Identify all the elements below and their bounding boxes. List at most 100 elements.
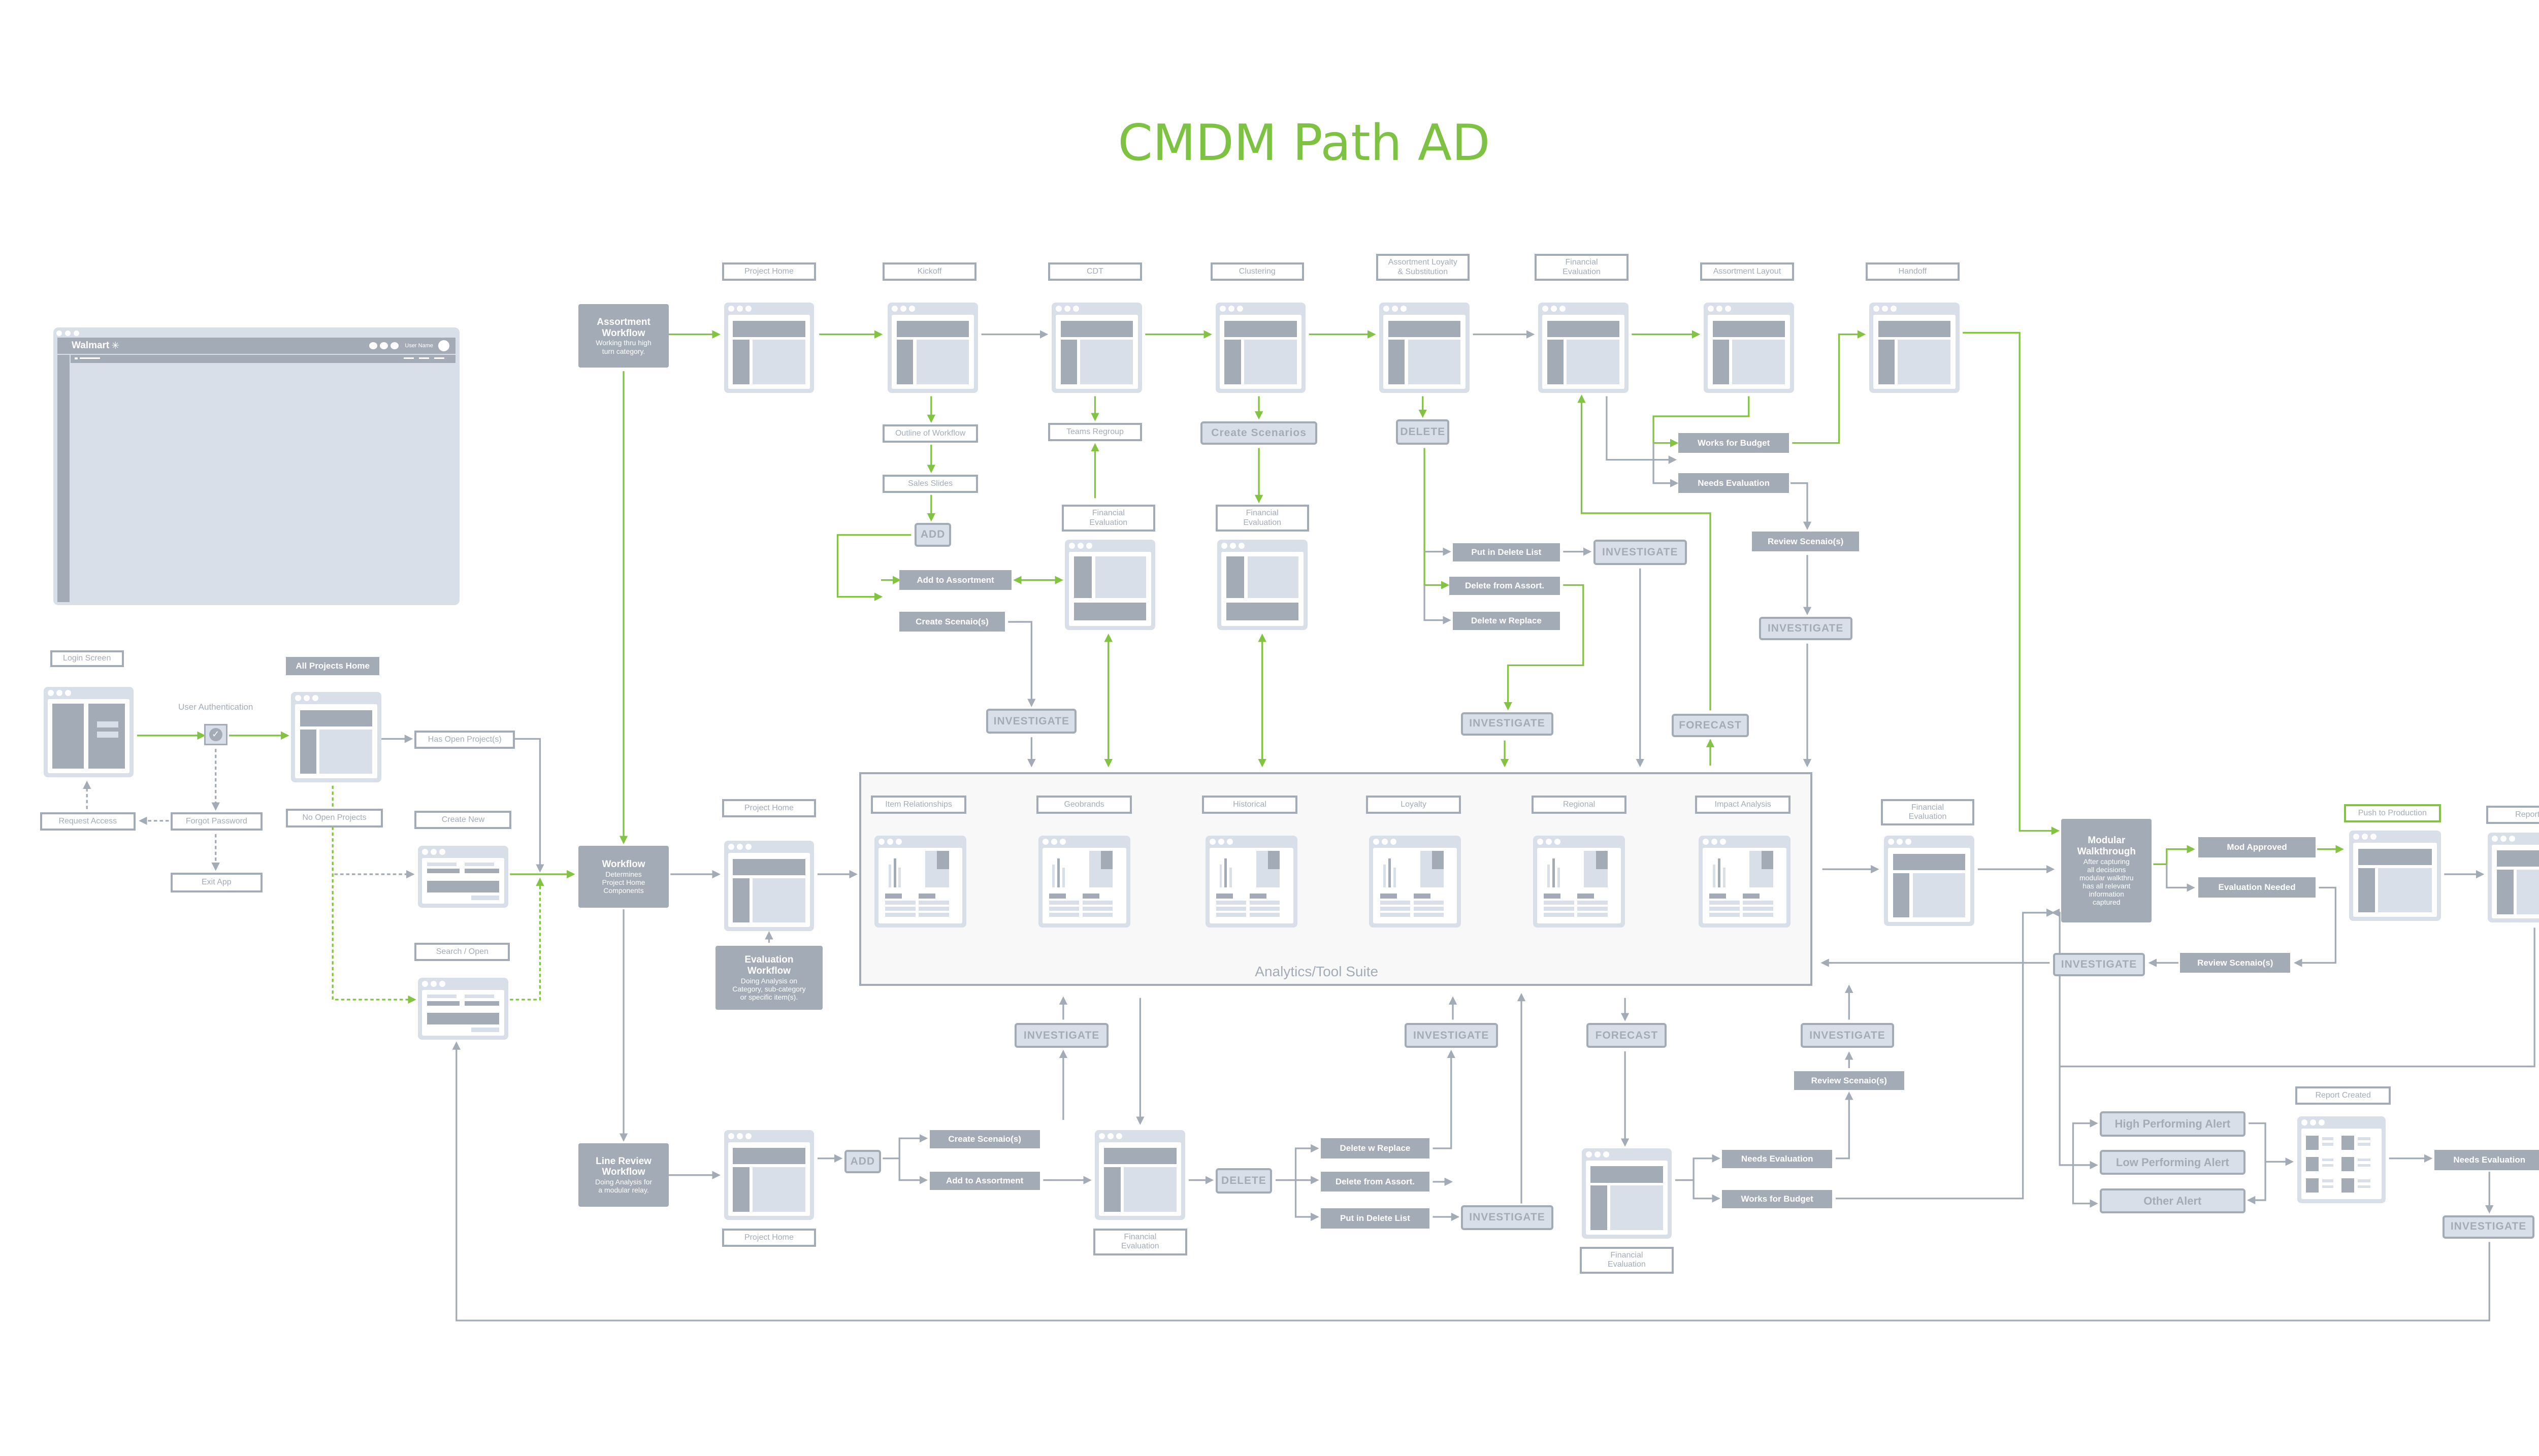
search-open-screen-thumbnail[interactable]: [418, 978, 508, 1040]
impact-analysis-screen-thumbnail[interactable]: [1698, 836, 1791, 928]
kickoff-screen-thumbnail[interactable]: [888, 302, 978, 393]
cdt-screen-thumbnail[interactable]: [1051, 302, 1142, 393]
needs-eval-bot[interactable]: Needs Evaluation: [1722, 1150, 1833, 1169]
other-alert[interactable]: Other Alert: [2100, 1188, 2245, 1214]
review-scen-top[interactable]: Review Scenaio(s): [1752, 531, 1860, 552]
lbl-project-home-bot: Project Home: [722, 1228, 816, 1247]
lbl-project-home-top: Project Home: [722, 262, 816, 281]
works-budget-top[interactable]: Works for Budget: [1678, 433, 1789, 453]
evaluation-needed[interactable]: Evaluation Needed: [2198, 877, 2316, 898]
low-alert[interactable]: Low Performing Alert: [2100, 1150, 2245, 1175]
lbl-fin-eval-right: Financial Evaluation: [1880, 799, 1975, 826]
connector-arrow: [2166, 864, 2195, 892]
callout-title: Line Review Workflow: [596, 1155, 652, 1178]
clustering-financial-evaluation-screen-thumbnail[interactable]: [1217, 540, 1308, 631]
add-to-assortment-bot[interactable]: Add to Assortment: [929, 1171, 1040, 1190]
lbl-fin-eval-bot2: Financial Evaluation: [1580, 1247, 1674, 1274]
item-relationships-screen-thumbnail[interactable]: [874, 836, 966, 928]
callout-subtitle: Working thru high turn category.: [596, 339, 652, 355]
historical-screen-thumbnail[interactable]: [1205, 836, 1297, 928]
investigate-m3[interactable]: INVESTIGATE: [1800, 1022, 1895, 1048]
lbl-clustering: Clustering: [1210, 262, 1304, 281]
all-projects-home[interactable]: All Projects Home: [285, 656, 380, 676]
investigate-a[interactable]: INVESTIGATE: [1593, 540, 1687, 565]
create-scenarios-btn[interactable]: Create Scenarios: [1200, 421, 1318, 445]
project-home-screen-thumbnail[interactable]: [724, 302, 815, 393]
put-delete-list-top[interactable]: Put in Delete List: [1453, 543, 1560, 562]
delete-from-assort-bot[interactable]: Delete from Assort.: [1320, 1171, 1429, 1192]
create-scenario-bot[interactable]: Create Scenaio(s): [929, 1130, 1040, 1148]
create-new-screen-thumbnail[interactable]: [418, 845, 508, 908]
clustering-screen-thumbnail[interactable]: [1215, 302, 1306, 393]
investigate-c[interactable]: INVESTIGATE: [986, 708, 1077, 734]
financial-evaluation-bottom-screen-thumbnail[interactable]: [1095, 1130, 1186, 1220]
connector-arrow: [1835, 908, 2055, 1200]
reporting: Reporting: [2486, 805, 2539, 824]
user-avatar-icon[interactable]: [438, 340, 449, 351]
connector-arrow: [2072, 1119, 2098, 1165]
investigate-g[interactable]: INVESTIGATE: [1461, 1205, 1553, 1231]
delete-bot[interactable]: DELETE: [1215, 1168, 1273, 1194]
delete-w-replace-bot[interactable]: Delete w Replace: [1320, 1138, 1429, 1159]
needs-eval-top[interactable]: Needs Evaluation: [1678, 473, 1789, 493]
put-delete-list-bot[interactable]: Put in Delete List: [1320, 1208, 1429, 1229]
works-budget-bot[interactable]: Works for Budget: [1722, 1190, 1833, 1209]
connector-arrow: [1835, 1091, 1853, 1160]
report-created-screen-thumbnail[interactable]: [2297, 1116, 2386, 1204]
push-to-production-screen-thumbnail[interactable]: [2349, 831, 2441, 921]
lbl-loyalty-sub: Assortment Loyalty & Substitution: [1376, 254, 1470, 281]
needs-eval-report[interactable]: Needs Evaluation: [2434, 1150, 2539, 1170]
delete-top[interactable]: DELETE: [1396, 419, 1450, 445]
assortment-loyalty-screen-thumbnail[interactable]: [1379, 302, 1470, 393]
handoff-screen-thumbnail[interactable]: [1869, 302, 1960, 393]
financial-evaluation-bottom-2-screen-thumbnail[interactable]: [1581, 1148, 1672, 1239]
geobrands-screen-thumbnail[interactable]: [1038, 836, 1130, 928]
connector-arrow: [2294, 886, 2336, 967]
regional-screen-thumbnail[interactable]: [1533, 836, 1625, 928]
financial-evaluation-right-screen-thumbnail[interactable]: [1884, 836, 1975, 926]
analytics-caption: Analytics/Tool Suite: [1255, 964, 1379, 980]
review-scen-right[interactable]: Review Scenaio(s): [2180, 952, 2291, 973]
investigate-d[interactable]: INVESTIGATE: [1759, 616, 1852, 640]
callout-subtitle: After capturing all decisions modular wa…: [2079, 857, 2134, 907]
loyalty-screen-thumbnail[interactable]: [1369, 836, 1461, 928]
assortment-layout-screen-thumbnail[interactable]: [1703, 302, 1794, 393]
connector-arrow: [1606, 396, 1677, 464]
investigate-e[interactable]: INVESTIGATE: [2053, 952, 2145, 976]
investigate-m2[interactable]: INVESTIGATE: [1404, 1022, 1498, 1048]
investigate-m1[interactable]: INVESTIGATE: [1015, 1022, 1109, 1048]
delete-from-assort-top[interactable]: Delete from Assort.: [1449, 576, 1560, 595]
mod-approved[interactable]: Mod Approved: [2198, 837, 2316, 857]
financial-evaluation-screen-thumbnail[interactable]: [1538, 302, 1629, 393]
add-top[interactable]: ADD: [914, 523, 952, 547]
lbl-impact: Impact Analysis: [1695, 796, 1791, 814]
review-scen-mid[interactable]: Review Scenaio(s): [1794, 1071, 1904, 1090]
reporting-screen-thumbnail[interactable]: [2487, 832, 2539, 923]
add-bot[interactable]: ADD: [844, 1150, 882, 1174]
forecast-mid[interactable]: FORECAST: [1586, 1022, 1667, 1048]
user-name[interactable]: User Name: [405, 343, 433, 349]
create-scenario-top[interactable]: Create Scenaio(s): [899, 611, 1005, 632]
project-home-bottom-screen-thumbnail[interactable]: [724, 1130, 815, 1220]
connector-arrow: [2072, 1165, 2098, 1208]
lbl-assort-layout: Assortment Layout: [1700, 262, 1794, 281]
high-alert[interactable]: High Performing Alert: [2100, 1111, 2245, 1137]
login-screen-thumbnail[interactable]: [43, 687, 134, 777]
connector-arrow: [452, 1041, 2490, 1321]
add-to-assortment-top[interactable]: Add to Assortment: [899, 570, 1012, 590]
browser-mockup: Walmart ✳ User Name: [53, 327, 460, 605]
all-projects-home-screen-thumbnail[interactable]: [290, 692, 381, 782]
cdt-financial-evaluation-screen-thumbnail[interactable]: [1065, 540, 1155, 631]
investigate-b[interactable]: INVESTIGATE: [1461, 712, 1553, 736]
project-home-mid-screen-thumbnail[interactable]: [724, 841, 815, 931]
forecast-top[interactable]: FORECAST: [1672, 713, 1749, 737]
analytics-tool-suite-panel: [859, 772, 1812, 986]
investigate-f[interactable]: INVESTIGATE: [2443, 1215, 2535, 1239]
callout-title: Workflow: [602, 858, 645, 870]
delete-w-replace-top[interactable]: Delete w Replace: [1453, 611, 1560, 631]
